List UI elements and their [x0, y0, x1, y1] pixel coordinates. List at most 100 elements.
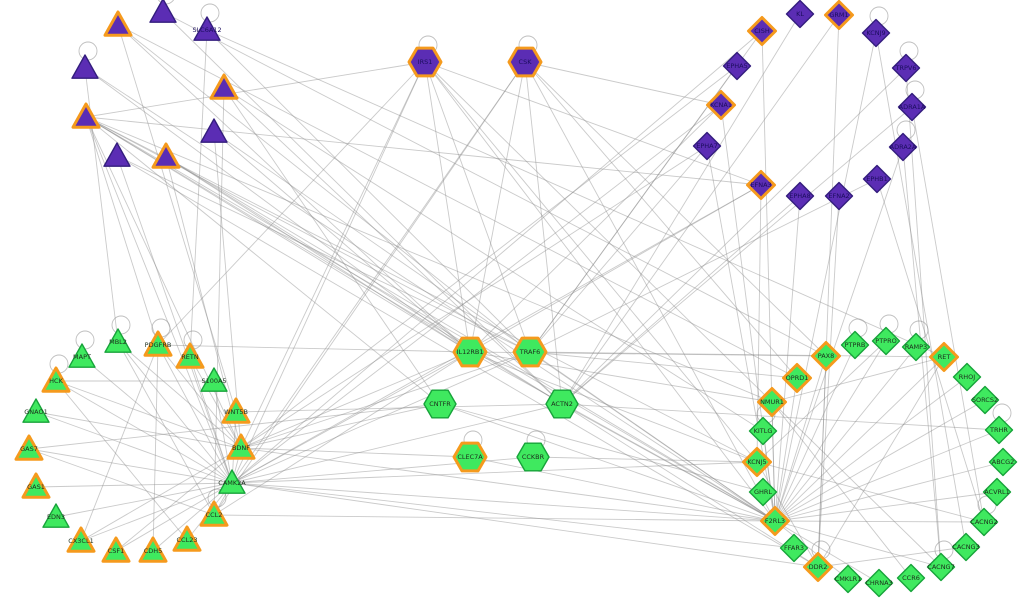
- edge: [189, 356, 233, 484]
- triangle-node-shape[interactable]: [193, 16, 221, 41]
- triangle-node-shape[interactable]: [104, 328, 132, 353]
- diamond-node-shape[interactable]: [811, 341, 841, 371]
- diamond-node-shape[interactable]: [901, 332, 931, 362]
- diamond-node-shape[interactable]: [757, 387, 787, 417]
- diamond-node-shape[interactable]: [897, 92, 927, 122]
- diamond-node-shape[interactable]: [969, 507, 999, 537]
- hexagon-node-shape[interactable]: [407, 46, 443, 78]
- node-pt7[interactable]: [200, 118, 228, 143]
- diamond-node-shape[interactable]: [779, 533, 809, 563]
- triangle-node-shape[interactable]: [71, 102, 101, 129]
- diamond-node-shape[interactable]: [988, 447, 1018, 477]
- node-IL12RB1[interactable]: IL12RB1: [452, 336, 488, 368]
- node-pt2[interactable]: [149, 0, 177, 23]
- triangle-node-shape[interactable]: [103, 142, 131, 167]
- triangle-node-shape[interactable]: [149, 0, 177, 23]
- triangle-node-shape[interactable]: [226, 433, 256, 460]
- node-pt8[interactable]: [103, 142, 131, 167]
- diamond-node-shape[interactable]: [929, 342, 959, 372]
- node-pt9[interactable]: [151, 142, 181, 169]
- hexagon-node-shape[interactable]: [507, 46, 543, 78]
- diamond-node-shape[interactable]: [782, 363, 812, 393]
- triangle-node-shape[interactable]: [138, 536, 168, 563]
- diamond-node-shape[interactable]: [926, 552, 956, 582]
- node-CSK[interactable]: CSK: [507, 46, 543, 78]
- triangle-node-shape[interactable]: [14, 434, 44, 461]
- diamond-node-shape[interactable]: [833, 564, 863, 594]
- diamond-node-shape[interactable]: [871, 326, 901, 356]
- hexagon-node-shape[interactable]: [516, 442, 550, 472]
- hexagon-node-shape[interactable]: [512, 336, 548, 368]
- diamond-node-shape[interactable]: [824, 0, 854, 30]
- node-pt6[interactable]: [71, 102, 101, 129]
- diamond-node-shape[interactable]: [888, 132, 918, 162]
- triangle-node-shape[interactable]: [68, 343, 96, 368]
- triangle-node-shape[interactable]: [221, 397, 251, 424]
- triangle-node-shape[interactable]: [101, 536, 131, 563]
- diamond-node-shape[interactable]: [748, 477, 778, 507]
- diamond-node-shape[interactable]: [706, 90, 736, 120]
- node-pt1[interactable]: [103, 10, 133, 37]
- node-IRS1[interactable]: IRS1: [407, 46, 443, 78]
- hexagon-node-shape[interactable]: [452, 336, 488, 368]
- triangle-node-shape[interactable]: [42, 503, 70, 528]
- edge: [240, 351, 531, 449]
- diamond-node-shape[interactable]: [984, 415, 1014, 445]
- diamond-node-shape[interactable]: [747, 16, 777, 46]
- edge: [213, 87, 225, 516]
- diamond-node-shape[interactable]: [970, 385, 1000, 415]
- node-pt5[interactable]: [209, 73, 239, 100]
- edge: [720, 104, 776, 522]
- diamond-node-shape[interactable]: [891, 53, 921, 83]
- diamond-node-shape[interactable]: [861, 18, 891, 48]
- diamond-node-shape[interactable]: [803, 552, 833, 582]
- triangle-node-shape[interactable]: [66, 526, 96, 553]
- diamond-node-shape[interactable]: [824, 181, 854, 211]
- triangle-node-shape[interactable]: [143, 330, 173, 357]
- triangle-node-shape[interactable]: [218, 469, 246, 494]
- diamond-node-shape[interactable]: [864, 568, 894, 598]
- triangle-node-shape[interactable]: [200, 367, 228, 392]
- diamond-node-shape[interactable]: [982, 477, 1012, 507]
- diamond-node-shape[interactable]: [742, 447, 772, 477]
- triangle-node-shape[interactable]: [200, 118, 228, 143]
- triangle-node-shape[interactable]: [175, 342, 205, 369]
- triangle-node-shape[interactable]: [71, 54, 99, 79]
- diamond-node-shape[interactable]: [722, 51, 752, 81]
- diamond-node-shape[interactable]: [692, 131, 722, 161]
- node-pt4[interactable]: [71, 54, 99, 79]
- triangle-node-shape[interactable]: [151, 142, 181, 169]
- edge: [162, 11, 563, 405]
- diamond-node-shape[interactable]: [785, 181, 815, 211]
- edge: [117, 24, 237, 413]
- edge: [756, 184, 762, 463]
- diamond-node-shape[interactable]: [840, 330, 870, 360]
- triangle-node-shape[interactable]: [22, 398, 50, 423]
- edge: [439, 403, 764, 493]
- diamond-node-shape[interactable]: [785, 0, 815, 29]
- node-CCKBR[interactable]: CCKBR: [516, 442, 550, 472]
- node-TRAF6[interactable]: TRAF6: [512, 336, 548, 368]
- hexagon-node-shape[interactable]: [452, 441, 488, 473]
- edge: [116, 155, 233, 484]
- diamond-node-shape[interactable]: [748, 416, 778, 446]
- node-ACTN2[interactable]: ACTN2: [545, 389, 579, 419]
- node-CLEC7A[interactable]: CLEC7A: [452, 441, 488, 473]
- edge: [81, 356, 233, 484]
- diamond-node-shape[interactable]: [951, 532, 981, 562]
- triangle-node-shape[interactable]: [209, 73, 239, 100]
- triangle-node-shape[interactable]: [103, 10, 133, 37]
- triangle-node-shape[interactable]: [172, 525, 202, 552]
- node-CNTFR[interactable]: CNTFR: [423, 389, 457, 419]
- hexagon-node-shape[interactable]: [545, 389, 579, 419]
- diamond-node-shape[interactable]: [760, 506, 790, 536]
- diamond-node-shape[interactable]: [896, 563, 926, 593]
- triangle-node-shape[interactable]: [21, 472, 51, 499]
- hexagon-node-shape[interactable]: [423, 389, 457, 419]
- triangle-node-shape[interactable]: [199, 500, 229, 527]
- diamond-node-shape[interactable]: [746, 170, 776, 200]
- diamond-node-shape[interactable]: [862, 164, 892, 194]
- diamond-node-shape[interactable]: [952, 362, 982, 392]
- triangle-node-shape[interactable]: [41, 366, 71, 393]
